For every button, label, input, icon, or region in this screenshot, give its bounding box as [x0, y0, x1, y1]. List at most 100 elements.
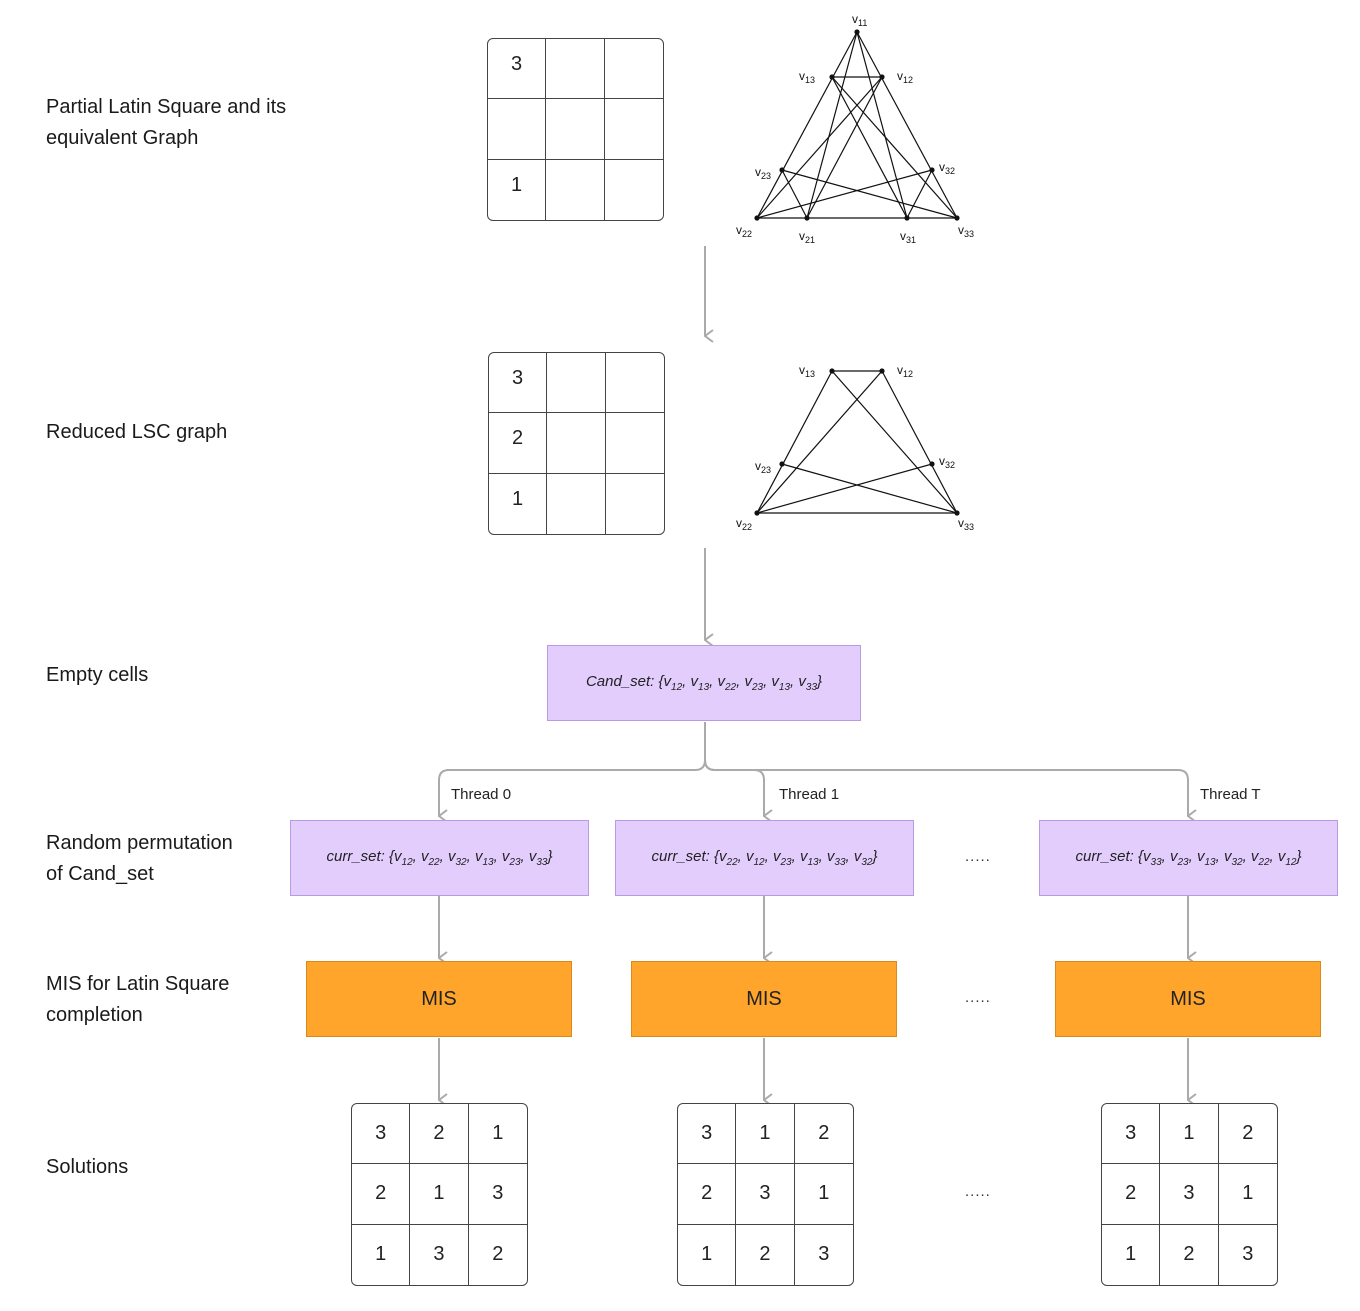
- grid-cell: [604, 99, 663, 160]
- node-label: v13: [799, 69, 815, 85]
- node-label: v12: [897, 69, 913, 85]
- thread-label-t: Thread T: [1200, 786, 1261, 803]
- grid-cell: [605, 353, 664, 414]
- mis-box-1: MIS: [631, 961, 897, 1037]
- node-label: v11: [852, 12, 867, 28]
- vertex-ref: v12: [746, 848, 765, 868]
- grid-cell: 2: [410, 1104, 469, 1165]
- grid-cell: 3: [489, 353, 548, 414]
- arrow-branch-0: [438, 722, 706, 816]
- mis-box-t: MIS: [1055, 961, 1321, 1037]
- grid-cell: 1: [678, 1224, 737, 1285]
- ellipsis-mis: .....: [965, 989, 991, 1006]
- ellipsis-curr-set: .....: [965, 848, 991, 865]
- vertex-ref: v22: [719, 848, 738, 868]
- grid-cell: 3: [410, 1224, 469, 1285]
- grid-cell: 1: [1218, 1164, 1277, 1225]
- vertex-ref: v13: [690, 673, 710, 693]
- grid-cell: 2: [736, 1224, 795, 1285]
- grid-cell: [606, 474, 664, 534]
- grid-cell: 2: [489, 413, 548, 474]
- node-label: v23: [755, 459, 771, 475]
- grid-cell: 3: [678, 1104, 737, 1165]
- grid-cell: [547, 353, 606, 414]
- vertex-ref: v13: [1196, 848, 1216, 868]
- grid-cell: 2: [492, 1243, 504, 1266]
- grid-cell: 3: [488, 39, 547, 100]
- vertex-ref: v13: [771, 673, 791, 693]
- node-label: v22: [736, 516, 752, 532]
- grid-cell: 3: [1242, 1243, 1254, 1266]
- node-label: v23: [755, 165, 771, 181]
- grid-cell: 1: [488, 159, 547, 220]
- reduced-lsc-graph: v13 v12 v23 v32 v22 v33: [736, 363, 974, 532]
- set-label: curr_set:: [326, 848, 385, 865]
- vertex-ref: v32: [853, 848, 873, 868]
- curr-set-box-0: curr_set: {v12, v22, v32, v13, v23, v33}: [290, 820, 589, 896]
- vertex-ref: v32: [447, 848, 467, 868]
- vertex-ref: v33: [826, 848, 846, 868]
- node-label: v31: [900, 229, 916, 245]
- vertex-ref: v33: [1143, 848, 1162, 868]
- stage-label-empty-cells: Empty cells: [46, 664, 149, 686]
- grid-cell: 1: [1102, 1224, 1161, 1285]
- grid-cell: 3: [352, 1104, 411, 1165]
- vertex-ref: v23: [1170, 848, 1189, 868]
- node-label: v33: [958, 223, 974, 239]
- stage-label-permutation: Random permutation of Cand_set: [46, 832, 233, 885]
- grid-cell: 3: [1102, 1104, 1161, 1165]
- node-label: v21: [799, 229, 815, 245]
- node-label: v22: [736, 223, 752, 239]
- vertex-ref: v23: [744, 673, 764, 693]
- grid-cell: 1: [736, 1104, 795, 1165]
- grid-cell: 2: [678, 1164, 737, 1225]
- grid-cell: [547, 473, 606, 534]
- thread-label-0: Thread 0: [451, 786, 512, 803]
- curr-set-box-1: curr_set: {v22, v12, v23, v13, v33, v32}: [615, 820, 914, 896]
- set-text: Cand_set: {v12, v13, v22, v23, v13, v33}: [585, 673, 823, 693]
- arrow-branch-1: [704, 759, 764, 816]
- grid-cell: [546, 39, 605, 100]
- curr-set-box-t: curr_set: {v33, v23, v13, v32, v22, v12}: [1039, 820, 1338, 896]
- vertex-ref: v22: [1250, 848, 1270, 868]
- vertex-ref: v32: [1223, 848, 1243, 868]
- grid-cell: 2: [1102, 1164, 1161, 1225]
- node-label: v13: [799, 363, 815, 379]
- node-label: v32: [939, 160, 955, 176]
- vertex-ref: v12: [394, 848, 413, 868]
- mis-box-0: MIS: [306, 961, 572, 1037]
- grid-cell: 2: [1218, 1104, 1277, 1165]
- vertex-ref: v22: [717, 673, 737, 693]
- vertex-ref: v13: [799, 848, 819, 868]
- stage-label-reduced: Reduced LSC graph: [46, 421, 228, 443]
- vertex-ref: v33: [528, 848, 548, 868]
- grid-cell: [546, 99, 605, 160]
- vertex-ref: v33: [798, 673, 818, 693]
- grid-cell: 1: [794, 1164, 853, 1225]
- vertex-ref: v23: [501, 848, 521, 868]
- set-label: curr_set:: [651, 848, 710, 865]
- grid-cell: 1: [352, 1224, 411, 1285]
- grid-cell: 3: [1160, 1164, 1219, 1225]
- grid-cell: [605, 160, 663, 220]
- set-label: Cand_set:: [585, 673, 655, 690]
- set-text: curr_set: {v33, v23, v13, v32, v22, v12}: [1075, 848, 1302, 868]
- grid-cell: 1: [1160, 1104, 1219, 1165]
- set-text: curr_set: {v12, v22, v32, v13, v23, v33}: [326, 848, 553, 868]
- thread-label-1: Thread 1: [779, 786, 840, 803]
- grid-cell: 1: [410, 1164, 469, 1225]
- stage-label-mis: MIS for Latin Square completion: [46, 973, 230, 1026]
- grid-cell: [547, 413, 606, 474]
- ellipsis-solutions: .....: [965, 1183, 991, 1200]
- vertex-ref: v12: [1277, 848, 1297, 868]
- vertex-ref: v23: [772, 848, 792, 868]
- grid-cell: 2: [352, 1164, 411, 1225]
- vertex-ref: v13: [474, 848, 494, 868]
- stage-label-solutions: Solutions: [46, 1156, 129, 1178]
- arrow-branch-t: [704, 759, 1188, 816]
- set-label: curr_set:: [1075, 848, 1134, 865]
- vertex-ref: v22: [421, 848, 440, 868]
